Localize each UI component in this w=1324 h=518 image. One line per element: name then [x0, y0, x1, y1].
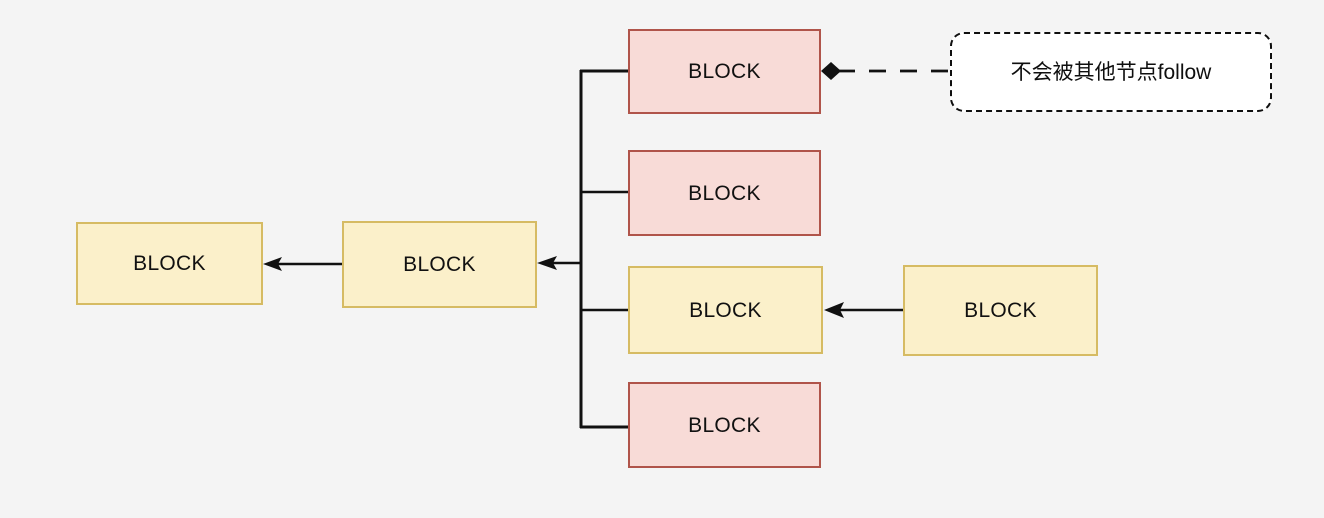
annotation-note[interactable]: 不会被其他节点follow: [950, 32, 1272, 112]
block-label: BLOCK: [403, 253, 476, 276]
block-node-head[interactable]: BLOCK: [76, 222, 263, 305]
block-label: BLOCK: [688, 413, 761, 437]
edge-trunk-to-second: [537, 256, 581, 270]
edge-second-to-head: [263, 257, 342, 271]
block-label: BLOCK: [133, 252, 206, 275]
block-label: BLOCK: [688, 181, 761, 205]
block-node-tip-red-2[interactable]: BLOCK: [628, 150, 821, 236]
annotation-note-text: 不会被其他节点follow: [1010, 60, 1212, 84]
block-node-tip-yellow[interactable]: BLOCK: [628, 266, 823, 354]
block-node-second[interactable]: BLOCK: [342, 221, 537, 308]
block-label: BLOCK: [689, 298, 762, 322]
block-node-child[interactable]: BLOCK: [903, 265, 1098, 356]
edge-child-to-tip-yellow: [824, 302, 903, 318]
block-label: BLOCK: [964, 299, 1037, 322]
block-node-tip-red-3[interactable]: BLOCK: [628, 382, 821, 468]
edge-note-to-tip-red-1: [821, 62, 950, 80]
block-label: BLOCK: [688, 60, 761, 83]
block-node-tip-red-1[interactable]: BLOCK: [628, 29, 821, 114]
